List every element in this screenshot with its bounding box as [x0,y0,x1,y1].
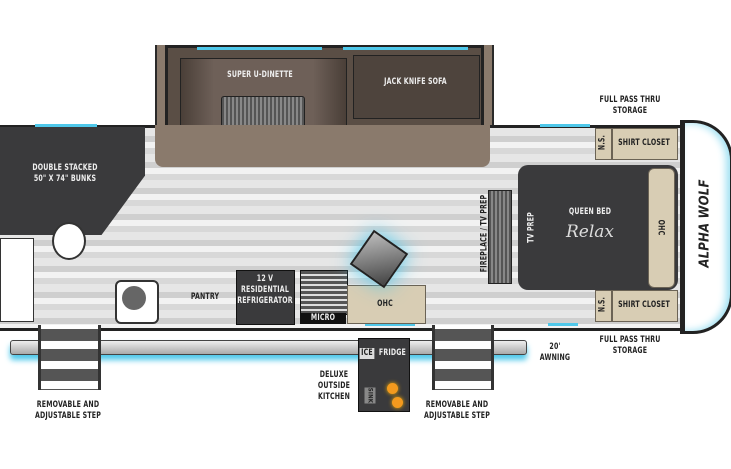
sl-line1: REMOVABLE AND [36,400,100,410]
refrigerator [236,270,295,325]
bed-ohc-label: OHC [655,219,666,236]
sink-basin [122,286,146,310]
ns-top-label: N.S. [597,134,608,151]
fridge-line1: 12 V [256,274,274,284]
sb-line2: STORAGE [612,346,648,356]
ice-label: ICE [359,348,375,359]
sr-line1: REMOVABLE AND [425,400,489,410]
outside-fridge-label: FRIDGE [378,348,406,358]
step-left [38,325,101,390]
st-line1: FULL PASS THRU [599,95,661,105]
ns-top [595,128,612,160]
fridge-line2: RESIDENTIAL [241,285,289,295]
bed-label: QUEEN BED [568,207,612,217]
slide-floor [155,125,490,167]
ok-line2: OUTSIDE [317,381,351,391]
closet-bottom-label: SHIRT CLOSET [618,300,670,310]
bed-ohc [648,168,675,288]
front-cap [680,120,731,334]
outside-sink-label: SINK [364,387,376,404]
ok-line3: KITCHEN [317,392,351,402]
bunks-label-line1: DOUBLE STACKED [32,163,98,173]
sb-line1: FULL PASS THRU [599,335,661,345]
sofa-label: JACK KNIFE SOFA [384,77,447,87]
awning-label: 20' AWNING [539,342,571,363]
fireplace-label: FIREPLACE / TV PREP [479,194,490,273]
micro-label: MICRO [310,313,336,323]
alpha-wolf-logo: ALPHA WOLF [697,179,713,268]
toilet [52,222,86,260]
closet-bottom [612,290,678,322]
fireplace [488,190,512,284]
step-right [432,325,494,390]
fridge-line3: REFRIGERATOR [237,296,293,306]
kitchen-ohc [347,285,426,324]
stove [300,270,348,315]
dinette-label: SUPER U-DINETTE [227,70,293,80]
burner-icon [392,397,403,408]
ns-bottom-label: N.S. [597,296,608,313]
sl-line2: ADJUSTABLE STEP [35,411,101,421]
microwave [300,313,346,324]
closet-top-label: SHIRT CLOSET [618,138,670,148]
bunks-label-line2: 50" X 74" BUNKS [33,174,97,184]
closet-top [612,128,678,160]
relax-logo: Relax [565,222,615,242]
kitchen-ohc-label: OHC [377,299,393,309]
shower [0,238,34,322]
pantry-label: PANTRY [190,292,220,302]
st-line2: STORAGE [612,106,648,116]
burner-icon [387,383,398,394]
sofa [353,55,480,119]
sr-line2: ADJUSTABLE STEP [424,411,490,421]
ns-bottom [595,290,612,322]
tv-prep-label: TV PREP [526,212,537,243]
ok-line1: DELUXE [319,370,349,380]
